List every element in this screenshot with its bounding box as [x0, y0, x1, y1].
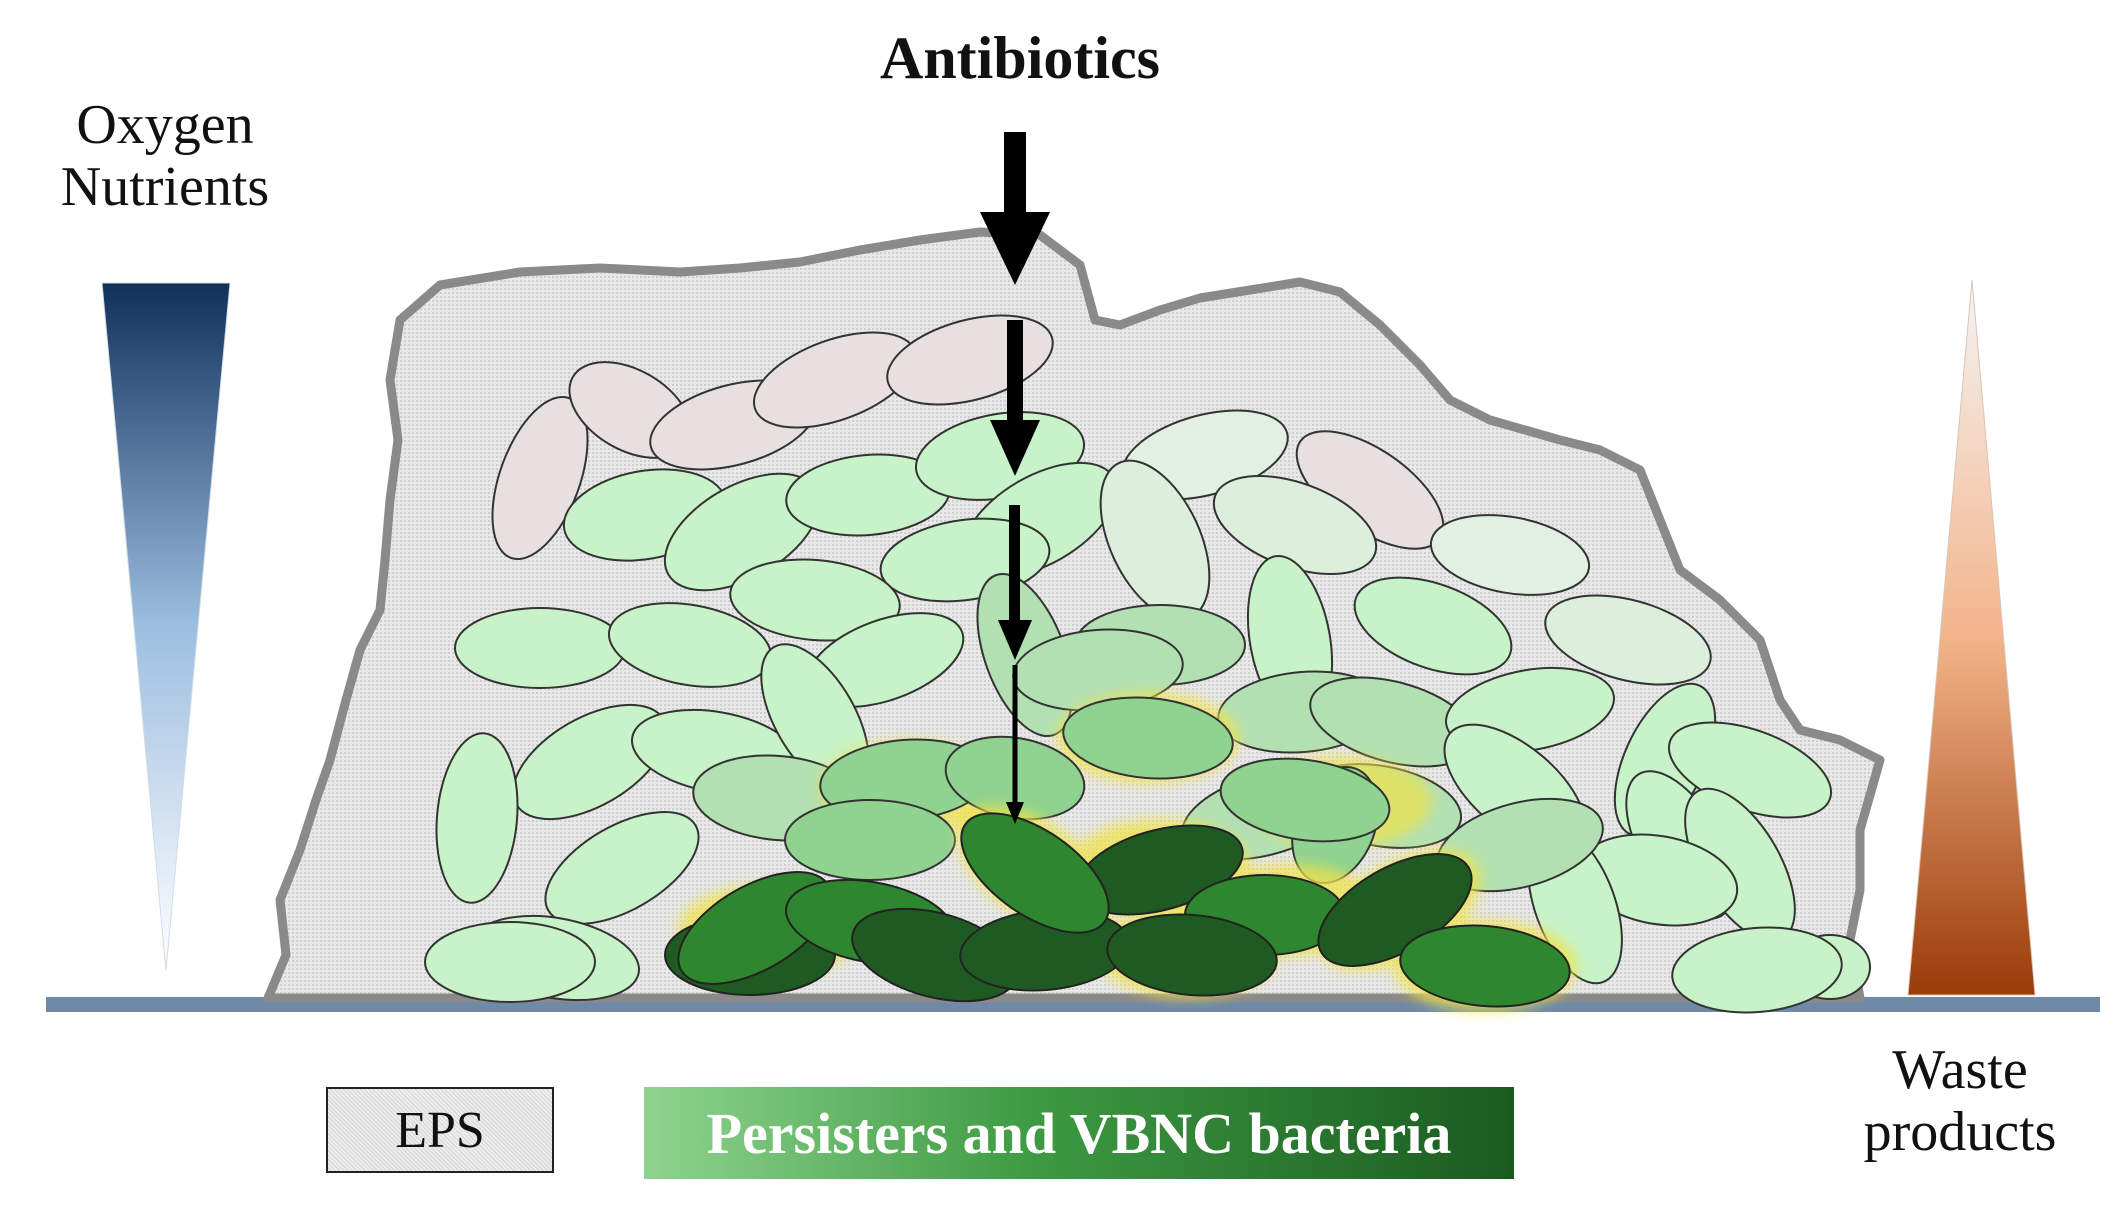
cell	[1106, 913, 1278, 997]
cell	[544, 811, 700, 925]
cell	[1671, 926, 1843, 1014]
deep-cells	[784, 692, 1432, 885]
cell	[435, 732, 519, 904]
antibiotic-arrows	[980, 132, 1050, 824]
persister-cells	[664, 805, 1577, 1012]
arrow-down-icon	[990, 320, 1040, 476]
arrow-down-icon	[980, 132, 1050, 285]
cell	[1219, 757, 1391, 843]
arrow-down-icon	[1006, 665, 1024, 824]
oxygen-gradient-wedge	[101, 282, 231, 971]
antibiotics-label: Antibiotics	[879, 25, 1161, 91]
cell	[1062, 696, 1234, 780]
cell	[424, 921, 596, 1003]
waste-label: Waste	[1892, 1039, 2028, 1101]
legend-eps: EPS	[326, 1087, 554, 1173]
cell	[454, 607, 626, 689]
arrow-down-icon	[998, 505, 1032, 660]
oxygen-label: Oxygen	[76, 94, 254, 156]
waste-products-label: Waste products	[1800, 1039, 2120, 1163]
products-label: products	[1863, 1100, 2057, 1163]
waste-gradient-wedge	[1907, 279, 2036, 996]
cell	[1544, 594, 1712, 686]
cell	[960, 812, 1110, 934]
legend-persisters: Persisters and VBNC bacteria	[644, 1087, 1514, 1179]
oxygen-nutrients-label: Oxygen Nutrients	[0, 94, 330, 218]
cell	[1353, 576, 1513, 676]
cell	[729, 558, 901, 642]
nutrients-label: Nutrients	[60, 155, 270, 218]
cell	[1429, 514, 1591, 596]
cell	[1399, 924, 1571, 1008]
cell	[784, 799, 956, 881]
